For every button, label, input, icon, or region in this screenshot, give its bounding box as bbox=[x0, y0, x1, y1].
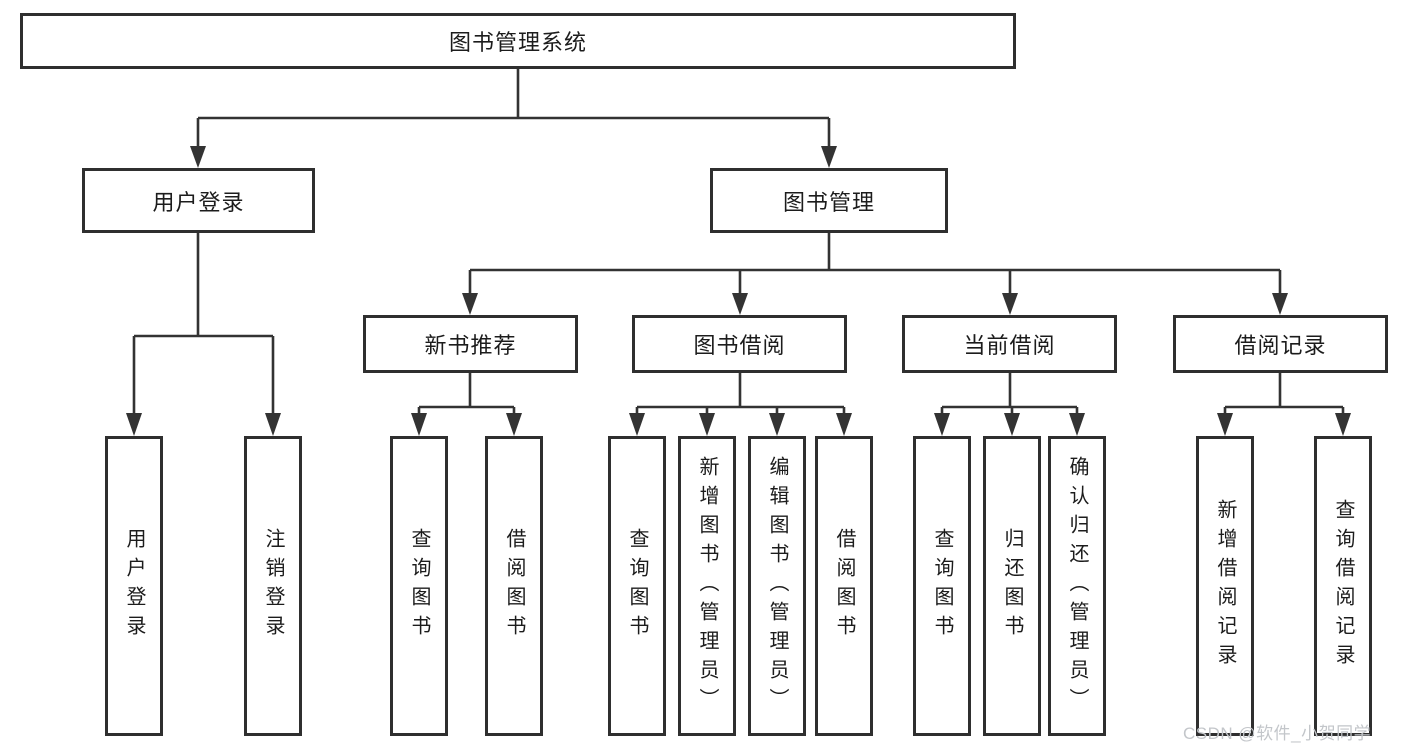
leaf-query-books-borrowing: 查询图书 bbox=[608, 436, 666, 736]
leaf-borrow-books-recommend: 借阅图书 bbox=[485, 436, 543, 736]
leaf-confirm-return-admin: 确认归还（管理员） bbox=[1048, 436, 1106, 736]
node-new-book-recommend: 新书推荐 bbox=[363, 315, 578, 373]
node-root: 图书管理系统 bbox=[20, 13, 1016, 69]
leaf-query-borrow-record: 查询借阅记录 bbox=[1314, 436, 1372, 736]
leaf-logout: 注销登录 bbox=[244, 436, 302, 736]
node-label: 查询图书 bbox=[931, 528, 953, 644]
leaf-add-books-admin: 新增图书（管理员） bbox=[678, 436, 736, 736]
leaf-edit-books-admin: 编辑图书（管理员） bbox=[748, 436, 806, 736]
leaf-query-books-recommend: 查询图书 bbox=[390, 436, 448, 736]
node-borrowing-records: 借阅记录 bbox=[1173, 315, 1388, 373]
node-label: 注销登录 bbox=[262, 528, 284, 644]
node-label: 确认归还（管理员） bbox=[1066, 455, 1088, 717]
node-label: 用户登录 bbox=[152, 189, 245, 215]
leaf-return-books: 归还图书 bbox=[983, 436, 1041, 736]
node-book-management: 图书管理 bbox=[710, 168, 948, 233]
csdn-watermark: CSDN @软件_小贺同学 bbox=[1183, 724, 1372, 743]
node-label: 新增借阅记录 bbox=[1214, 499, 1236, 673]
node-label: 查询借阅记录 bbox=[1332, 499, 1354, 673]
node-label: 编辑图书（管理员） bbox=[766, 455, 788, 717]
node-label: 图书管理系统 bbox=[448, 30, 587, 55]
node-label: 查询图书 bbox=[408, 528, 430, 644]
node-label: 图书管理 bbox=[782, 189, 875, 215]
leaf-user-login: 用户登录 bbox=[105, 436, 163, 736]
node-label: 归还图书 bbox=[1001, 528, 1023, 644]
node-label: 新增图书（管理员） bbox=[696, 455, 718, 717]
node-label: 借阅记录 bbox=[1234, 333, 1327, 358]
node-label: 借阅图书 bbox=[503, 528, 525, 644]
node-label: 新书推荐 bbox=[424, 333, 517, 358]
node-label: 用户登录 bbox=[123, 528, 145, 644]
node-label: 借阅图书 bbox=[833, 528, 855, 644]
node-label: 当前借阅 bbox=[963, 333, 1056, 358]
leaf-borrow-books: 借阅图书 bbox=[815, 436, 873, 736]
node-book-borrowing: 图书借阅 bbox=[632, 315, 847, 373]
leaf-add-borrow-record: 新增借阅记录 bbox=[1196, 436, 1254, 736]
leaf-query-books-current: 查询图书 bbox=[913, 436, 971, 736]
node-current-borrowing: 当前借阅 bbox=[902, 315, 1117, 373]
node-user-login: 用户登录 bbox=[82, 168, 315, 233]
node-label: 查询图书 bbox=[626, 528, 648, 644]
node-label: 图书借阅 bbox=[693, 333, 786, 358]
